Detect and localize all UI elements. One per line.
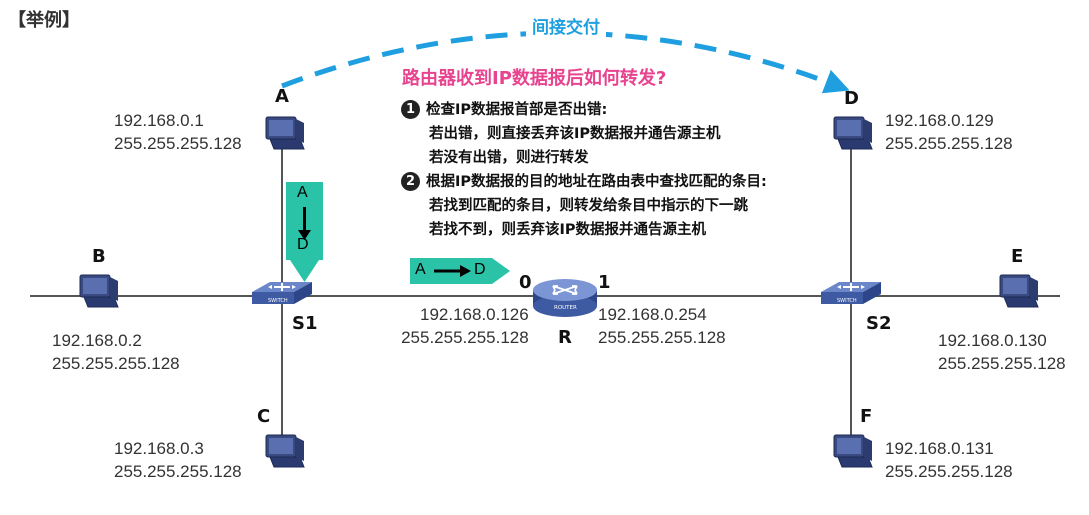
step-2-line-2: 若找不到，则丢弃该IP数据报并通告源主机: [429, 222, 707, 238]
s1-icon-text: SWITCH: [268, 298, 288, 304]
step-2-number: 2: [401, 172, 420, 191]
packet-v-from: A: [297, 184, 308, 201]
question-heading: 路由器收到IP数据报后如何转发?: [402, 68, 667, 89]
router-port-0-label: 0: [519, 272, 532, 293]
router-port-1-label: 1: [598, 272, 611, 293]
host-e-pc-icon: [999, 274, 1039, 308]
step-1-line-2: 若没有出错，则进行转发: [429, 150, 589, 166]
packet-v-to: D: [297, 236, 309, 253]
step-2-line-1: 若找到匹配的条目，则转发给条目中指示的下一跳: [429, 198, 748, 214]
packet-horizontal: [410, 258, 510, 284]
host-a-label: A: [275, 86, 289, 107]
packet-h-to: D: [474, 261, 486, 278]
host-e-label: E: [1011, 246, 1024, 267]
packet-vertical: [286, 182, 323, 282]
host-d-label: D: [844, 88, 859, 109]
packet-h-from: A: [415, 261, 426, 278]
indirect-delivery-label: 间接交付: [526, 13, 606, 38]
switch-s1-label: S1: [292, 313, 318, 334]
host-c-pc-icon: [265, 434, 305, 468]
host-b-label: B: [92, 246, 106, 267]
host-d-pc-icon: [833, 116, 873, 150]
step-1-number: 1: [401, 100, 420, 119]
host-a-pc-icon: [265, 116, 305, 150]
router-icon-text: ROUTER: [554, 305, 577, 311]
switch-s1-icon: SWITCH: [251, 281, 313, 305]
host-b-pc-icon: [79, 274, 119, 308]
s2-icon-text: SWITCH: [837, 298, 857, 304]
router-label: R: [558, 327, 572, 348]
host-c-label: C: [257, 406, 271, 427]
host-f-pc-icon: [833, 434, 873, 468]
step-1-line-1: 若出错，则直接丢弃该IP数据报并通告源主机: [429, 126, 721, 142]
switch-s2-label: S2: [866, 313, 892, 334]
switch-s2-icon: SWITCH: [820, 281, 882, 305]
router-icon: ROUTER: [533, 279, 597, 317]
page-title: 【举例】: [8, 10, 80, 31]
host-f-label: F: [860, 406, 873, 427]
